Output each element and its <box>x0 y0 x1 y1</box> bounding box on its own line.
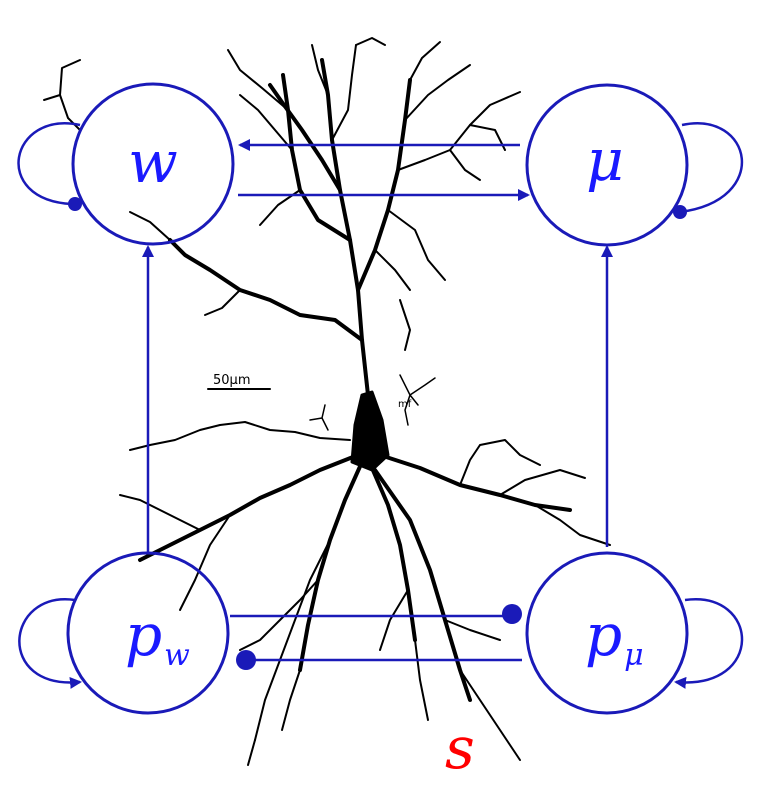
self-loop-w <box>17 122 81 206</box>
node-pw <box>66 551 230 715</box>
inhibit-dot-pmu <box>502 604 522 624</box>
node-label-mu: μ <box>586 126 624 194</box>
neuron-annotation: mf <box>398 399 412 410</box>
network <box>17 82 744 715</box>
node-label-pmu-sub: μ <box>624 638 644 673</box>
mf-cell <box>399 374 436 426</box>
neuron-soma <box>350 390 390 472</box>
node-label-pw-main: p <box>125 601 162 669</box>
self-loop-pmu <box>674 598 744 689</box>
apical-dendrites <box>168 58 412 397</box>
apical-fine-branches <box>43 37 521 351</box>
node-mu <box>525 83 689 247</box>
node-pmu <box>525 551 689 715</box>
inhibit-dot-w <box>68 197 82 211</box>
node-label-pmu-main: p <box>585 601 622 669</box>
neuron-drawing <box>43 37 611 766</box>
stimulus-label: s <box>445 714 475 782</box>
node-w <box>71 82 235 246</box>
node-label-pmu: pμ <box>585 601 644 673</box>
small-cell <box>309 404 329 431</box>
inhibit-dot-mu <box>673 205 687 219</box>
node-label-w: w <box>128 128 178 196</box>
basal-dendrites <box>138 453 572 702</box>
basal-fine-branches <box>119 421 611 766</box>
node-label-pw: pw <box>125 601 190 673</box>
self-loop-pw <box>18 598 82 689</box>
scale-bar-label: 50μm <box>213 373 250 388</box>
inhibit-dot-pw <box>236 650 256 670</box>
inhibitory-terminals <box>68 197 687 670</box>
self-loop-mu <box>679 122 744 214</box>
node-label-pw-sub: w <box>164 638 190 673</box>
